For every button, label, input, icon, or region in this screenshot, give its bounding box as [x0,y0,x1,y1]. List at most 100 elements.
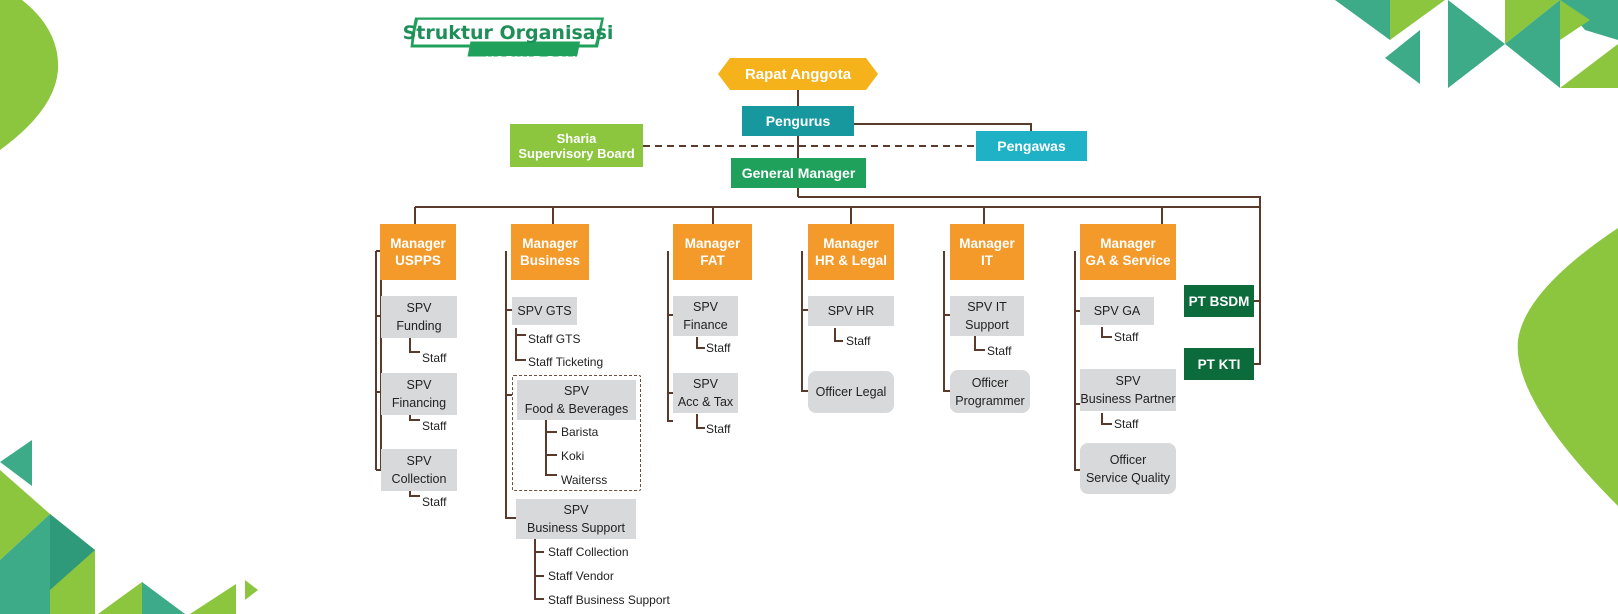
officer-legal-label: Officer Legal [815,385,887,399]
manager-business-box: Manager Business [511,224,589,280]
staff-vendor-label: Staff Vendor [548,569,614,583]
spv-label: SPV [406,378,432,392]
spv-gts-label: SPV GTS [517,304,572,318]
manager-dept: Business [519,253,581,268]
triangle-shape [190,584,236,614]
general-manager-box: General Manager [731,158,866,188]
spv-dept: Food & Beverages [524,402,629,416]
spv-hr-label: SPV HR [827,304,875,318]
triangle-shape [0,514,50,614]
spv-finance-box: SPV Finance [673,296,738,336]
triangle-shape [1448,0,1505,88]
spv-business-support-box: SPV Business Support [516,499,636,539]
pengawas-label: Pengawas [997,137,1066,154]
spv-label: SPV [563,503,589,517]
manager-dept: FAT [700,253,725,268]
spv-it-support-box: SPV IT Support [950,296,1024,336]
officer-dept: Programmer [955,393,1025,408]
manager-label: Manager [390,236,446,251]
spv-label: SPV [406,454,432,468]
officer-label: Officer [971,375,1009,390]
waiterss-label: Waiterss [561,473,608,487]
spv-label: SPV [563,384,589,398]
spv-dept: Support [965,318,1009,332]
manager-dept: GA & Service [1085,253,1171,268]
koki-label: Koki [561,449,585,463]
rapat-anggota-box: Rapat Anggota [718,58,878,90]
staff-ticketing-label: Staff Ticketing [528,355,604,369]
rapat-anggota-label: Rapat Anggota [744,65,852,83]
staff-label: Staff [422,351,447,365]
staff-business-support-label: Staff Business Support [548,593,670,607]
officer-legal-box: Officer Legal [808,371,894,413]
pt-bsdm-box: PT BSDM [1184,285,1254,317]
triangle-shape [1560,44,1618,88]
sharia-board-box: Sharia Supervisory Board [510,124,643,167]
manager-hr-legal-box: Manager HR & Legal [808,224,894,280]
staff-label: Staff [706,422,731,436]
spv-dept: Financing [391,396,447,410]
officer-programmer-box: Officer Programmer [950,370,1030,413]
manager-ga-service-box: Manager GA & Service [1080,224,1176,280]
leaf-shape-top-left [0,0,59,150]
triangle-shape [98,582,142,614]
spv-collection-box: SPV Collection [381,449,457,491]
manager-label: Manager [959,236,1015,251]
spv-label: SPV [406,301,432,315]
spv-hr-box: SPV HR [808,296,894,326]
staff-label: Staff [1114,417,1139,431]
staff-label: Staff [987,344,1012,358]
manager-it-box: Manager IT [950,224,1024,280]
manager-label: Manager [1100,236,1156,251]
chart-subtitle: KOPKAR BSM [485,53,577,68]
fnb-group-outline [512,375,641,491]
staff-gts-label: Staff GTS [528,332,581,346]
sharia-line-1: Sharia [556,130,597,146]
pt-kti-box: PT KTI [1184,348,1254,380]
spv-dept: Funding [396,319,442,333]
manager-usspps-box: Manager USPPS [380,224,456,280]
triangle-shape [1385,30,1420,84]
spv-gts-box: SPV GTS [512,297,577,325]
triangle-shape [142,582,185,614]
spv-label: SPV [692,377,718,391]
chart-title: Struktur Organisasi [402,22,614,44]
rapat-anggota-shape [718,58,878,90]
triangle-shape [1335,0,1390,40]
title-badge [410,17,604,57]
manager-label: Manager [684,236,741,251]
staff-label: Staff [422,495,447,509]
triangle-shape [1390,0,1445,40]
spv-funding-box: SPV Funding [381,296,457,338]
staff-label: Staff [846,334,871,348]
manager-label: Manager [522,236,578,251]
manager-fat-box: Manager FAT [673,224,752,280]
spv-label: SPV [692,300,718,314]
spv-dept: Business Support [527,521,625,535]
leaf-shape-right [1517,228,1618,506]
spv-label: SPV [1115,374,1141,388]
officer-dept: Service Quality [1085,470,1171,485]
triangle-shape [1505,0,1560,88]
spv-ga-label: SPV GA [1093,304,1141,318]
general-manager-label: General Manager [741,164,856,181]
barista-label: Barista [561,425,599,439]
pt-bsdm-label: PT BSDM [1188,293,1250,309]
pengawas-box: Pengawas [976,131,1087,161]
spv-financing-box: SPV Financing [381,373,457,415]
staff-label: Staff [706,341,731,355]
spv-dept: Business Partner [1080,392,1176,406]
officer-service-quality-box: Officer Service Quality [1080,443,1176,494]
pengurus-box: Pengurus [742,106,854,136]
spv-fnb-box: SPV Food & Beverages [517,380,636,420]
triangle-shape [1560,0,1590,40]
staff-label: Staff [1114,330,1139,344]
manager-dept: HR & Legal [814,253,887,268]
manager-label: Manager [823,236,879,251]
spv-label: SPV IT [967,300,1007,314]
triangle-shape [0,470,50,560]
triangle-shape [50,514,95,590]
triangle-shape [0,440,32,486]
